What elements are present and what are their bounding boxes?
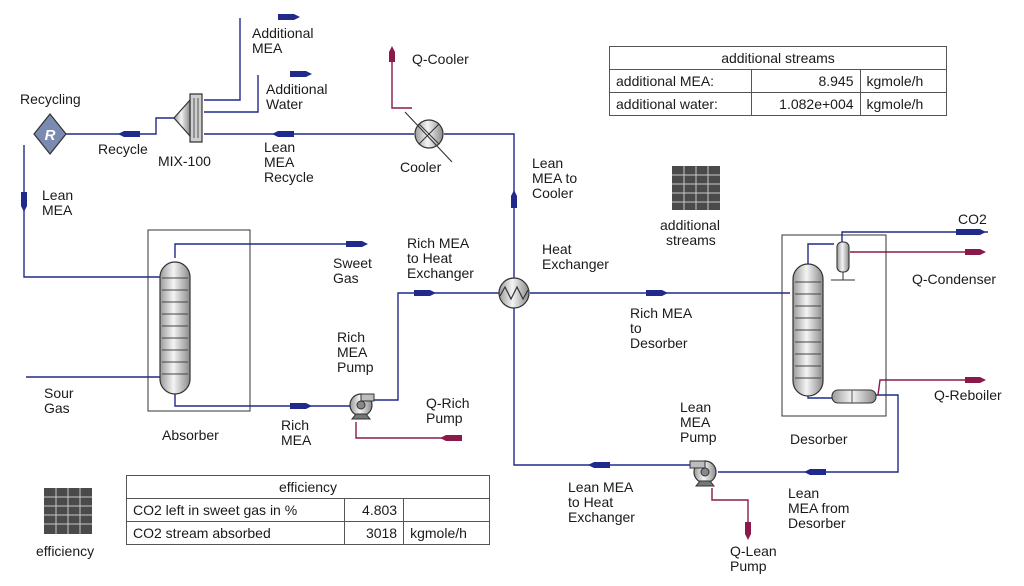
- label-q-lean-pump: Q-Lean Pump: [730, 543, 781, 574]
- row-name: additional MEA:: [608, 69, 753, 93]
- material-stream-arrows: [21, 14, 986, 475]
- mixer-mix-100[interactable]: [173, 93, 203, 143]
- row-name: CO2 stream absorbed: [126, 521, 345, 545]
- label-recycle: Recycle: [98, 141, 148, 157]
- label-cooler: Cooler: [400, 159, 442, 175]
- label-q-condenser: Q-Condenser: [912, 271, 996, 287]
- label-co2: CO2: [958, 211, 987, 227]
- label-lean-mea-to-heat-exchanger: Lean MEA to Heat Exchanger: [568, 479, 637, 525]
- recycle-symbol: R: [45, 127, 56, 144]
- energy-stream-arrows: [389, 46, 986, 540]
- row-unit: kgmole/h: [859, 92, 948, 116]
- label-lean-mea: Lean MEA: [42, 187, 77, 218]
- label-q-reboiler: Q-Reboiler: [934, 387, 1002, 403]
- recycle-block[interactable]: R: [33, 113, 67, 155]
- row-value: 1.082e+004: [751, 92, 861, 116]
- energy-stream-lines: [355, 60, 965, 530]
- additional-streams-table: additional streams additional MEA: 8.945…: [608, 46, 948, 116]
- label-rich-mea-to-desorber: Rich MEA to Desorber: [630, 305, 695, 351]
- label-heat-exchanger: Heat Exchanger: [542, 241, 609, 272]
- table-row: CO2 stream absorbed 3018 kgmole/h: [126, 521, 490, 545]
- label-additional-streams-icon: additional streams: [660, 217, 724, 248]
- label-sweet-gas: Sweet Gas: [333, 255, 376, 286]
- label-q-rich-pump: Q-Rich Pump: [426, 395, 473, 426]
- row-name: CO2 left in sweet gas in %: [126, 498, 345, 522]
- table-row: additional water: 1.082e+004 kgmole/h: [608, 92, 948, 116]
- label-additional-mea: Additional MEA: [252, 25, 317, 56]
- desorber[interactable]: [781, 234, 887, 417]
- absorber[interactable]: [147, 229, 251, 412]
- table-row: CO2 left in sweet gas in % 4.803: [126, 498, 490, 522]
- label-efficiency-icon: efficiency: [36, 543, 94, 559]
- cooler[interactable]: [404, 111, 453, 163]
- table-row: additional MEA: 8.945 kgmole/h: [608, 69, 948, 93]
- label-rich-mea-to-heat-exchanger: Rich MEA to Heat Exchanger: [407, 235, 474, 281]
- label-rich-mea-pump: Rich MEA Pump: [337, 329, 374, 375]
- label-q-cooler: Q-Cooler: [412, 51, 469, 67]
- label-lean-mea-to-cooler: Lean MEA to Cooler: [532, 155, 581, 201]
- material-stream-lines: [23, 18, 988, 473]
- label-desorber: Desorber: [790, 431, 848, 447]
- row-unit: [403, 498, 490, 522]
- lean-mea-pump[interactable]: [689, 460, 717, 487]
- label-additional-water: Additional Water: [266, 81, 331, 112]
- row-value: 3018: [343, 521, 405, 545]
- efficiency-table-title: efficiency: [126, 475, 490, 499]
- label-lean-mea-from-desorber: Lean MEA from Desorber: [788, 485, 853, 531]
- efficiency-spreadsheet-icon[interactable]: [44, 488, 92, 534]
- rich-mea-pump[interactable]: [349, 393, 375, 420]
- label-rich-mea: Rich MEA: [281, 417, 313, 448]
- additional-streams-table-title: additional streams: [609, 46, 947, 70]
- row-value: 8.945: [751, 69, 861, 93]
- additional-streams-spreadsheet-icon[interactable]: [672, 166, 720, 210]
- efficiency-table: efficiency CO2 left in sweet gas in % 4.…: [126, 475, 490, 545]
- label-sour-gas: Sour Gas: [44, 385, 77, 416]
- row-unit: kgmole/h: [403, 521, 490, 545]
- heat-exchanger[interactable]: [498, 277, 530, 309]
- label-recycling: Recycling: [20, 91, 81, 107]
- row-unit: kgmole/h: [859, 69, 948, 93]
- row-value: 4.803: [343, 498, 405, 522]
- label-lean-mea-recycle: Lean MEA Recycle: [264, 139, 314, 185]
- label-mix-100: MIX-100: [158, 153, 211, 169]
- label-absorber: Absorber: [162, 427, 219, 443]
- label-lean-mea-pump: Lean MEA Pump: [680, 399, 717, 445]
- row-name: additional water:: [608, 92, 753, 116]
